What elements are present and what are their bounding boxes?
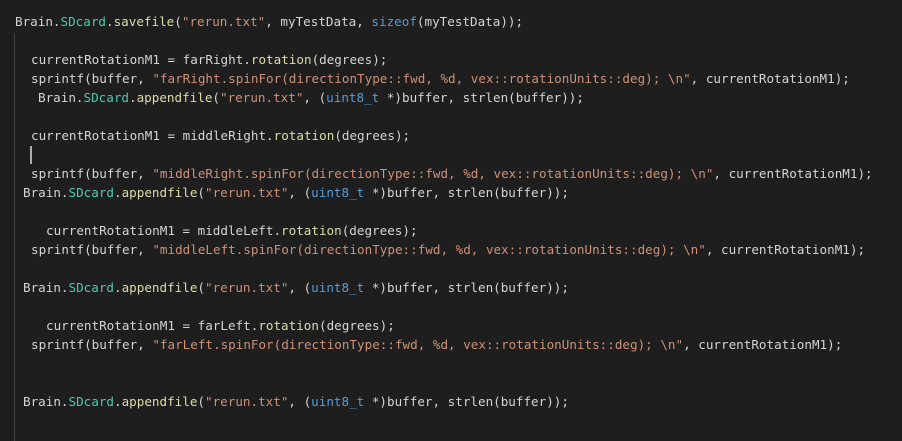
- code-line-appendfile[interactable]: Brain.SDcard.appendfile("rerun.txt", (ui…: [23, 183, 569, 202]
- code-token: (: [197, 185, 206, 200]
- code-line-rotation-middleright[interactable]: currentRotationM1 = middleRight.rotation…: [31, 126, 410, 145]
- code-token: SDcard: [83, 90, 130, 105]
- code-token: .: [114, 394, 122, 409]
- code-token: (degrees);: [334, 128, 411, 143]
- code-token: , (: [288, 185, 312, 200]
- code-line-sprintf-farright[interactable]: sprintf(buffer, "farRight.spinFor(direct…: [31, 69, 850, 88]
- code-token: SDcard: [60, 14, 107, 29]
- code-token: SDcard: [68, 394, 115, 409]
- code-token: appendfile: [121, 394, 198, 409]
- code-token: , currentRotationM1);: [690, 71, 850, 86]
- code-token: uint8_t: [311, 280, 365, 295]
- code-token: "rerun.txt": [220, 90, 304, 105]
- code-token: *)buffer, strlen(buffer));: [364, 280, 569, 295]
- code-token: sizeof: [371, 14, 417, 29]
- code-token: appendfile: [136, 90, 213, 105]
- code-token: Brain.: [23, 394, 69, 409]
- code-line-rotation-farleft[interactable]: currentRotationM1 = farLeft.rotation(deg…: [46, 316, 395, 335]
- code-token: , (: [288, 394, 312, 409]
- code-token: (degrees);: [311, 52, 388, 67]
- code-token: , currentRotationM1);: [683, 337, 843, 352]
- code-token: appendfile: [121, 185, 198, 200]
- code-token: sprintf(buffer,: [31, 242, 153, 257]
- code-token: sprintf(buffer,: [31, 71, 153, 86]
- code-token: .: [114, 185, 122, 200]
- code-token: .: [106, 14, 114, 29]
- code-line-appendfile[interactable]: Brain.SDcard.appendfile("rerun.txt", (ui…: [38, 88, 584, 107]
- code-token: Brain.: [23, 185, 69, 200]
- code-token: .: [114, 280, 122, 295]
- code-token: Brain.: [15, 14, 61, 29]
- code-token: "rerun.txt": [181, 14, 266, 29]
- code-token: *)buffer, strlen(buffer));: [364, 185, 569, 200]
- text-cursor: [30, 146, 32, 164]
- code-token: , (: [288, 280, 312, 295]
- code-token: "middleRight.spinFor(directionType::fwd,…: [152, 166, 714, 181]
- code-line-sprintf-farleft[interactable]: sprintf(buffer, "farLeft.spinFor(directi…: [31, 335, 842, 354]
- code-token: (: [197, 394, 206, 409]
- code-token: SDcard: [68, 280, 115, 295]
- code-token: "rerun.txt": [205, 280, 289, 295]
- code-token: sprintf(buffer,: [31, 337, 153, 352]
- code-line-appendfile[interactable]: Brain.SDcard.appendfile("rerun.txt", (ui…: [23, 278, 569, 297]
- code-line-sprintf-middleleft[interactable]: sprintf(buffer, "middleLeft.spinFor(dire…: [31, 240, 865, 259]
- code-token: (: [174, 14, 182, 29]
- code-token: , myTestData,: [265, 14, 372, 29]
- code-token: (: [197, 280, 206, 295]
- code-token: sprintf(buffer,: [31, 166, 153, 181]
- code-line-savefile[interactable]: Brain.SDcard.savefile("rerun.txt", myTes…: [15, 12, 523, 31]
- code-line-rotation-farright[interactable]: currentRotationM1 = farRight.rotation(de…: [31, 50, 387, 69]
- code-token: *)buffer, strlen(buffer));: [364, 394, 569, 409]
- code-token: uint8_t: [311, 185, 365, 200]
- code-token: currentRotationM1 = middleLeft.: [46, 223, 282, 238]
- code-line-rotation-middleleft[interactable]: currentRotationM1 = middleLeft.rotation(…: [46, 221, 418, 240]
- code-token: (: [212, 90, 221, 105]
- indent-guide: [14, 33, 15, 441]
- code-token: *)buffer, strlen(buffer));: [379, 90, 584, 105]
- code-token: (myTestData));: [416, 14, 524, 29]
- code-token: rotation: [273, 128, 335, 143]
- code-token: savefile: [113, 14, 175, 29]
- code-token: , (: [303, 90, 327, 105]
- code-token: , currentRotationM1);: [705, 242, 866, 257]
- code-token: "farLeft.spinFor(directionType::fwd, %d,…: [152, 337, 684, 352]
- code-token: Brain.: [38, 90, 84, 105]
- code-line-sprintf-middleright[interactable]: sprintf(buffer, "middleRight.spinFor(dir…: [31, 164, 873, 183]
- code-token: uint8_t: [326, 90, 380, 105]
- code-token: rotation: [250, 52, 312, 67]
- code-token: (degrees);: [318, 318, 395, 333]
- code-token: "farRight.spinFor(directionType::fwd, %d…: [152, 71, 691, 86]
- code-token: .: [129, 90, 137, 105]
- code-token: "rerun.txt": [205, 185, 289, 200]
- code-token: Brain.: [23, 280, 69, 295]
- code-token: , currentRotationM1);: [713, 166, 873, 181]
- code-token: currentRotationM1 = middleRight.: [31, 128, 274, 143]
- code-token: currentRotationM1 = farLeft.: [46, 318, 259, 333]
- code-token: "rerun.txt": [205, 394, 289, 409]
- code-token: currentRotationM1 = farRight.: [31, 52, 251, 67]
- code-line-appendfile[interactable]: Brain.SDcard.appendfile("rerun.txt", (ui…: [23, 392, 569, 411]
- code-token: (degrees);: [341, 223, 418, 238]
- code-token: uint8_t: [311, 394, 365, 409]
- code-token: rotation: [281, 223, 342, 238]
- code-token: rotation: [258, 318, 319, 333]
- code-token: SDcard: [68, 185, 115, 200]
- code-token: appendfile: [121, 280, 198, 295]
- code-token: "middleLeft.spinFor(directionType::fwd, …: [152, 242, 706, 257]
